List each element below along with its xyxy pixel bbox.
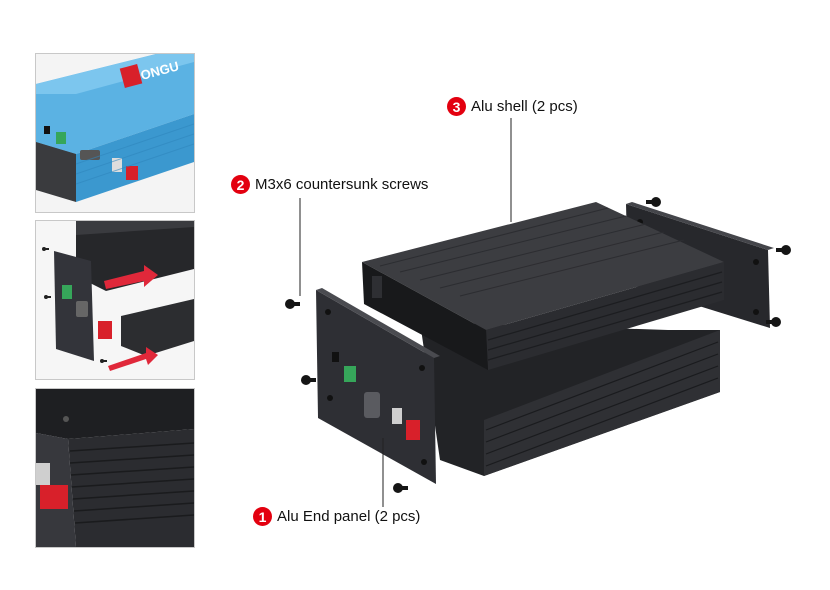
thumbnail-blue-enclosure: ONGU	[35, 53, 195, 213]
callout-number-badge: 2	[231, 175, 250, 194]
usb-port	[392, 408, 402, 424]
terminal-block	[344, 366, 356, 382]
thumbnail-assembly-step	[35, 220, 195, 380]
callout-label: M3x6 countersunk screws	[255, 176, 429, 193]
thumbnail-black-enclosure	[35, 388, 195, 548]
slide-arrow-icon	[104, 265, 158, 289]
slide-arrow-icon	[108, 347, 158, 371]
assembly-step-image	[36, 221, 194, 379]
callout-screws: 2 M3x6 countersunk screws	[231, 175, 428, 194]
black-enclosure-image	[36, 389, 194, 547]
callout-number-badge: 3	[447, 97, 466, 116]
power-switch	[406, 420, 420, 440]
screw-icon	[42, 247, 107, 363]
callout-alu-shell: 3 Alu shell (2 pcs)	[447, 97, 578, 116]
top-shell	[362, 202, 724, 330]
callout-number-badge: 1	[253, 507, 272, 526]
blue-enclosure-image: ONGU	[36, 54, 194, 212]
serial-port	[364, 392, 380, 418]
callout-label: Alu shell (2 pcs)	[471, 98, 578, 115]
callout-end-panel: 1 Alu End panel (2 pcs)	[253, 507, 420, 526]
screw-icon	[285, 197, 791, 493]
callout-label: Alu End panel (2 pcs)	[277, 508, 421, 525]
